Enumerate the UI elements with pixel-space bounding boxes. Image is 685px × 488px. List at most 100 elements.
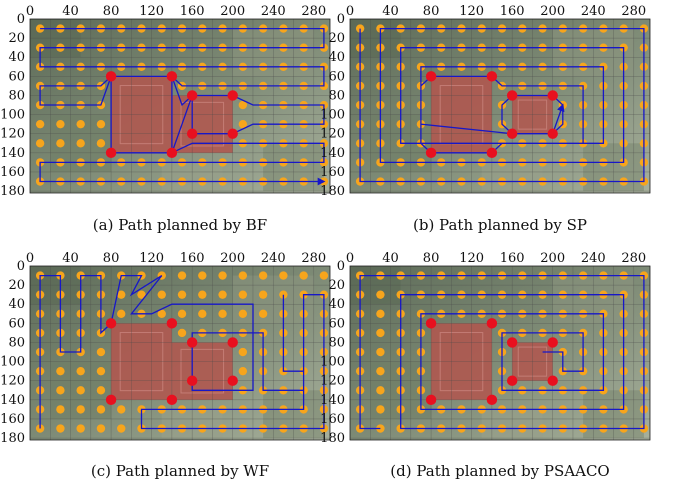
x-tick-label: 120 xyxy=(139,4,164,19)
building-roof-detail xyxy=(180,348,225,394)
y-tick-label: 120 xyxy=(320,374,345,389)
obstacle-vertex xyxy=(227,90,238,101)
y-tick-label: 40 xyxy=(8,297,25,312)
waypoint xyxy=(177,290,187,299)
y-tick-label: 20 xyxy=(328,31,345,46)
waypoint xyxy=(319,271,329,280)
obstacle-vertex xyxy=(105,394,117,406)
x-tick-label: 0 xyxy=(346,4,354,19)
waypoint xyxy=(76,424,85,433)
y-tick-label: 80 xyxy=(328,335,345,350)
waypoint xyxy=(376,386,385,395)
y-tick-label: 140 xyxy=(0,393,25,408)
y-tick-label: 160 xyxy=(0,412,25,427)
obstacle-vertex xyxy=(227,375,238,386)
x-tick-label: 160 xyxy=(180,251,205,266)
x-tick-label: 40 xyxy=(382,4,399,19)
y-tick-label: 180 xyxy=(0,184,25,199)
waypoint xyxy=(96,386,106,395)
plot-frame xyxy=(349,18,651,194)
waypoint xyxy=(258,271,268,280)
x-tick-label: 80 xyxy=(103,4,120,19)
plot-area-1 xyxy=(350,19,650,193)
x-tick-label: 80 xyxy=(103,251,120,266)
waypoint xyxy=(56,366,65,376)
x-tick-label: 200 xyxy=(540,251,565,266)
obstacle-vertex xyxy=(166,147,178,159)
obstacle-vertex xyxy=(425,71,437,82)
waypoint xyxy=(76,119,85,129)
waypoint xyxy=(56,386,65,395)
obstacle-vertex xyxy=(506,375,518,386)
obstacle-vertex xyxy=(105,318,117,329)
obstacle-vertex xyxy=(486,394,498,406)
waypoint xyxy=(376,424,385,433)
y-tick-label: 0 xyxy=(337,12,345,27)
y-tick-label: 180 xyxy=(320,184,345,199)
waypoint xyxy=(258,309,268,319)
flight-path xyxy=(359,274,645,430)
flight-path xyxy=(359,27,645,183)
y-tick-label: 160 xyxy=(320,165,345,180)
waypoint xyxy=(238,100,248,110)
x-tick-label: 0 xyxy=(346,251,354,266)
waypoint xyxy=(177,328,187,338)
plot-area-2 xyxy=(30,266,330,440)
x-tick-label: 280 xyxy=(621,4,646,19)
y-tick-label: 120 xyxy=(320,127,345,142)
waypoint xyxy=(117,290,126,299)
y-tick-label: 80 xyxy=(8,88,25,103)
waypoint xyxy=(157,290,166,299)
waypoint xyxy=(35,139,45,148)
x-tick-label: 200 xyxy=(220,4,245,19)
obstacle-vertex xyxy=(547,337,558,348)
plot-frame xyxy=(349,265,651,441)
caption-b: (b) Path planned by SP xyxy=(412,216,588,234)
x-tick-label: 200 xyxy=(220,251,245,266)
obstacle-vertex xyxy=(506,128,518,139)
y-tick-label: 120 xyxy=(0,127,25,142)
waypoint xyxy=(56,119,65,129)
y-tick-label: 100 xyxy=(0,355,25,370)
obstacle-vertex xyxy=(186,128,198,139)
y-tick-label: 40 xyxy=(328,50,345,65)
waypoint xyxy=(355,24,365,33)
x-tick-label: 160 xyxy=(180,4,205,19)
y-tick-label: 100 xyxy=(0,108,25,123)
obstacle-vertex xyxy=(105,147,117,159)
x-tick-label: 40 xyxy=(382,251,399,266)
waypoint xyxy=(56,405,65,414)
obstacle-vertex xyxy=(105,71,117,82)
y-tick-label: 20 xyxy=(8,31,25,46)
y-tick-label: 80 xyxy=(8,335,25,350)
waypoint xyxy=(56,139,65,148)
y-tick-label: 20 xyxy=(328,278,345,293)
waypoint xyxy=(376,405,385,414)
waypoint xyxy=(76,386,85,395)
waypoint xyxy=(117,309,126,319)
y-tick-label: 180 xyxy=(0,431,25,446)
obstacle-vertex xyxy=(506,90,518,101)
waypoint xyxy=(76,139,85,148)
waypoint xyxy=(279,271,288,280)
obstacle-vertex xyxy=(186,375,198,386)
x-tick-label: 80 xyxy=(423,251,440,266)
x-tick-label: 40 xyxy=(62,251,79,266)
waypoint xyxy=(279,290,288,299)
y-tick-label: 140 xyxy=(320,146,345,161)
obstacle-vertex xyxy=(166,71,178,82)
waypoint xyxy=(238,366,248,376)
y-tick-label: 20 xyxy=(8,278,25,293)
x-tick-label: 280 xyxy=(621,251,646,266)
obstacle-vertex xyxy=(166,318,178,329)
obstacle-vertex xyxy=(486,71,498,82)
x-tick-label: 120 xyxy=(459,251,484,266)
waypoint xyxy=(76,366,85,376)
x-tick-label: 280 xyxy=(301,251,326,266)
plot-frame xyxy=(29,265,331,441)
plot-frame xyxy=(29,18,331,194)
